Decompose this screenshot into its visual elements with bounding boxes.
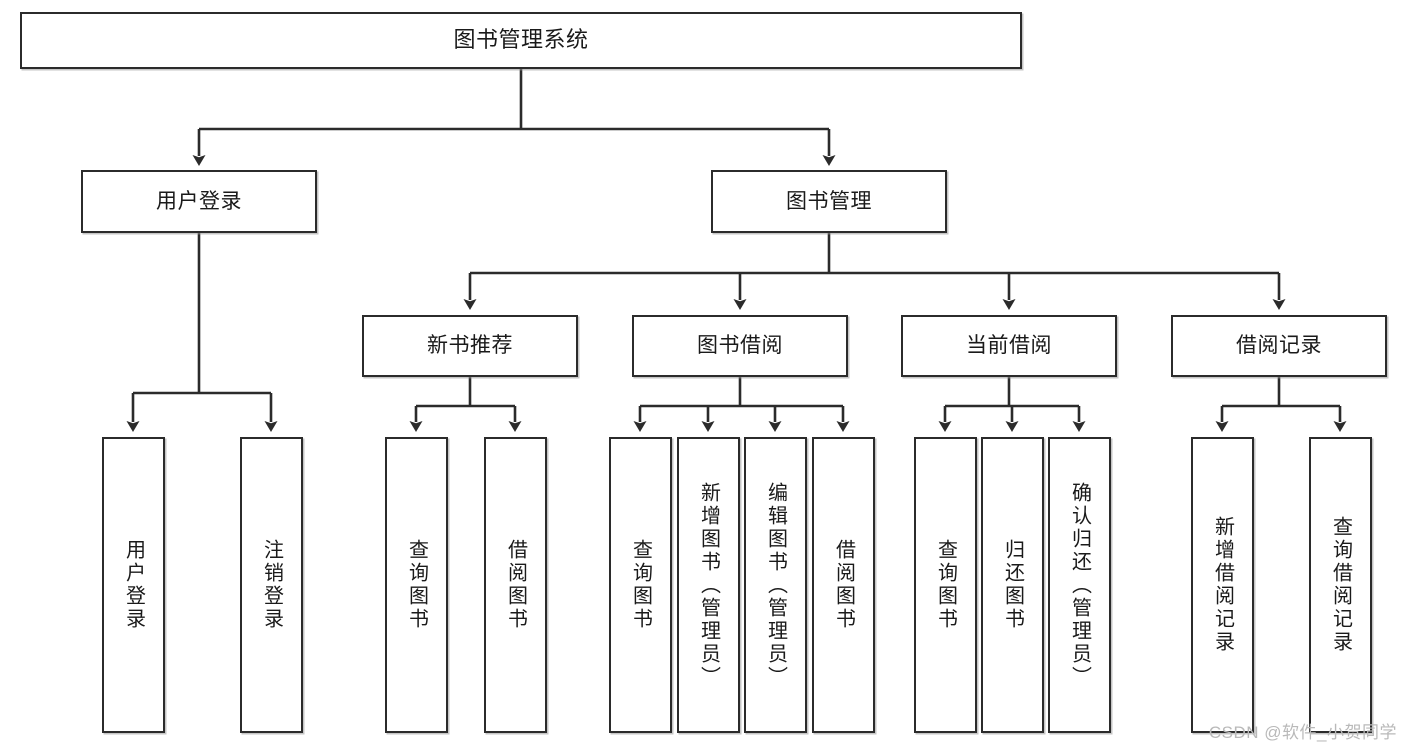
node-label: 用户登录 xyxy=(122,539,145,631)
node-label: 图书管理 xyxy=(786,189,872,213)
node-label: 新书推荐 xyxy=(427,334,513,358)
node-leaf-borrow-book-recommend[interactable]: 借阅图书 xyxy=(484,437,547,733)
node-new-book-recommend[interactable]: 新书推荐 xyxy=(362,315,578,377)
node-label: 注销登录 xyxy=(260,539,283,631)
node-leaf-user-login[interactable]: 用户登录 xyxy=(102,437,165,733)
node-label: 借阅图书 xyxy=(504,539,527,631)
node-root-system[interactable]: 图书管理系统 xyxy=(20,12,1022,69)
node-label: 归还图书 xyxy=(1001,539,1024,631)
node-label: 新增图书（管理员） xyxy=(697,481,720,689)
node-label: 借阅记录 xyxy=(1236,334,1322,358)
node-leaf-add-borrow-record[interactable]: 新增借阅记录 xyxy=(1191,437,1254,733)
node-label: 图书借阅 xyxy=(697,334,783,358)
node-label: 新增借阅记录 xyxy=(1211,516,1234,654)
node-leaf-return-book[interactable]: 归还图书 xyxy=(981,437,1044,733)
node-book-borrow[interactable]: 图书借阅 xyxy=(632,315,848,377)
node-borrow-record[interactable]: 借阅记录 xyxy=(1171,315,1387,377)
node-leaf-add-book[interactable]: 新增图书（管理员） xyxy=(677,437,740,733)
node-leaf-confirm-return[interactable]: 确认归还（管理员） xyxy=(1048,437,1111,733)
node-label: 确认归还（管理员） xyxy=(1068,481,1091,689)
node-leaf-query-borrow-record[interactable]: 查询借阅记录 xyxy=(1309,437,1372,733)
node-leaf-query-book-borrow[interactable]: 查询图书 xyxy=(609,437,672,733)
node-label: 借阅图书 xyxy=(832,539,855,631)
node-label: 查询借阅记录 xyxy=(1329,516,1352,654)
csdn-watermark: CSDN @软件_小贺同学 xyxy=(1208,723,1397,742)
node-leaf-borrow-book[interactable]: 借阅图书 xyxy=(812,437,875,733)
node-label: 查询图书 xyxy=(934,539,957,631)
node-label: 用户登录 xyxy=(156,189,242,213)
node-label: 编辑图书（管理员） xyxy=(764,481,787,689)
node-book-management[interactable]: 图书管理 xyxy=(711,170,947,233)
node-label: 查询图书 xyxy=(629,539,652,631)
node-leaf-logout[interactable]: 注销登录 xyxy=(240,437,303,733)
node-label: 当前借阅 xyxy=(966,334,1052,358)
node-leaf-query-book-current[interactable]: 查询图书 xyxy=(914,437,977,733)
node-label: 图书管理系统 xyxy=(453,27,589,53)
node-label: 查询图书 xyxy=(405,539,428,631)
node-leaf-edit-book[interactable]: 编辑图书（管理员） xyxy=(744,437,807,733)
node-leaf-query-book-recommend[interactable]: 查询图书 xyxy=(385,437,448,733)
node-current-borrow[interactable]: 当前借阅 xyxy=(901,315,1117,377)
node-user-login[interactable]: 用户登录 xyxy=(81,170,317,233)
